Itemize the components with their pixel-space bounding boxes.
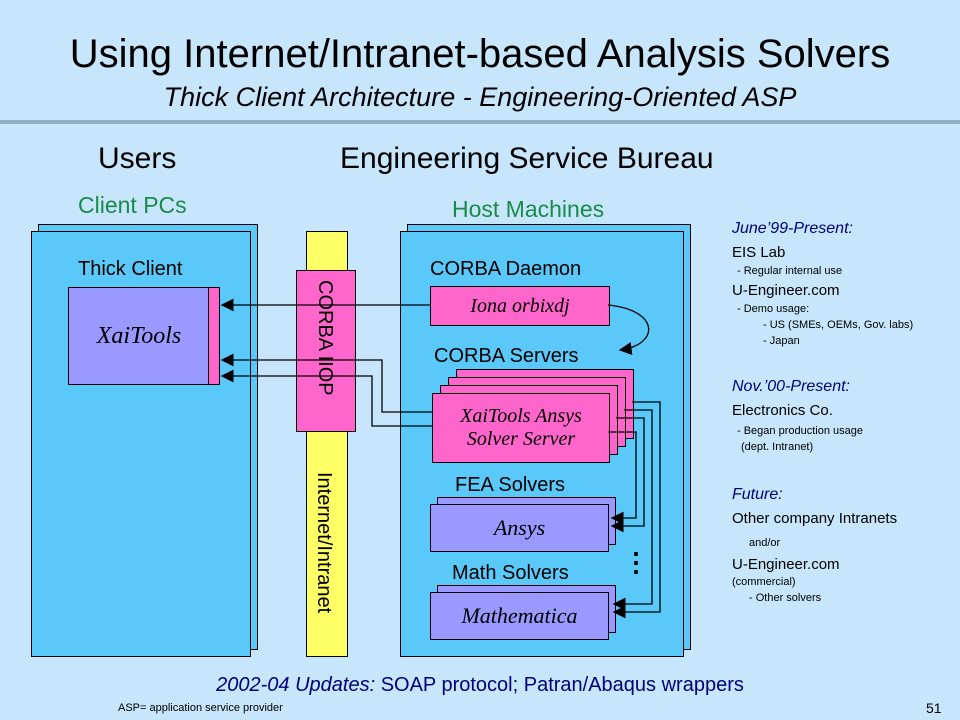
note1-eis-lab: EIS Lab [732,244,786,261]
note2-intranet: (dept. Intranet) [741,441,814,453]
updates-text: SOAP protocol; Patran/Abaqus wrappers [375,674,744,696]
note3-commercial: (commercial) [732,576,796,588]
mathematica-box: Mathematica [430,592,609,640]
note1-u-engineer: U-Engineer.com [732,282,840,299]
corba-iiop-box [296,270,356,432]
footnote: ASP= application service provider [118,702,283,714]
note1-japan: - Japan [763,335,800,347]
fea-solvers-label: FEA Solvers [455,474,566,496]
note1-eis-lab-sub: - Regular internal use [737,265,843,277]
host-machines-label: Host Machines [452,196,605,222]
page-number: 51 [926,700,942,716]
note3-other-intranets: Other company Intranets [732,510,898,527]
note2-electronics: Electronics Co. [732,402,833,419]
note1-us: - US (SMEs, OEMs, Gov. labs) [763,319,914,331]
more-solvers-ellipsis: ⋮ [623,547,649,577]
updates-line: 2002-04 Updates: SOAP protocol; Patran/A… [0,674,960,697]
thick-client-label: Thick Client [78,258,183,280]
users-heading: Users [98,142,177,175]
solver-server-line2: Solver Server [466,428,576,450]
math-solvers-label: Math Solvers [452,562,569,584]
corba-iiop-label: CORBA IIOP [314,280,336,396]
slide-subtitle: Thick Client Architecture - Engineering-… [163,82,797,112]
internet-intranet-label: Internet/Intranet [313,472,335,614]
corba-daemon-label: CORBA Daemon [430,258,582,280]
iona-orbixdj-box: Iona orbixdj [430,286,610,326]
note2-title: Nov.’00-Present: [732,378,850,395]
client-pcs-label: Client PCs [78,192,187,218]
title-divider [0,120,960,124]
note1-title: June’99-Present: [732,220,853,237]
note3-u-engineer: U-Engineer.com [732,556,840,573]
note3-title: Future: [732,486,783,503]
ansys-box: Ansys [430,504,609,552]
xaitools-box: XaiTools [68,287,209,385]
solver-server-line1: XaiTools Ansys [460,405,582,427]
note1-demo-usage: - Demo usage: [737,303,810,315]
updates-label: 2002-04 Updates: [216,674,376,696]
bureau-heading: Engineering Service Bureau [340,142,714,175]
note3-andor: and/or [749,537,781,549]
xaitools-box-edge [208,287,220,385]
note3-other-solvers: - Other solvers [749,592,822,604]
note2-production: - Began production usage [737,425,863,437]
solver-server-box: XaiTools Ansys Solver Server [432,393,610,463]
corba-servers-label: CORBA Servers [434,345,579,367]
slide-title: Using Internet/Intranet-based Analysis S… [69,32,891,76]
